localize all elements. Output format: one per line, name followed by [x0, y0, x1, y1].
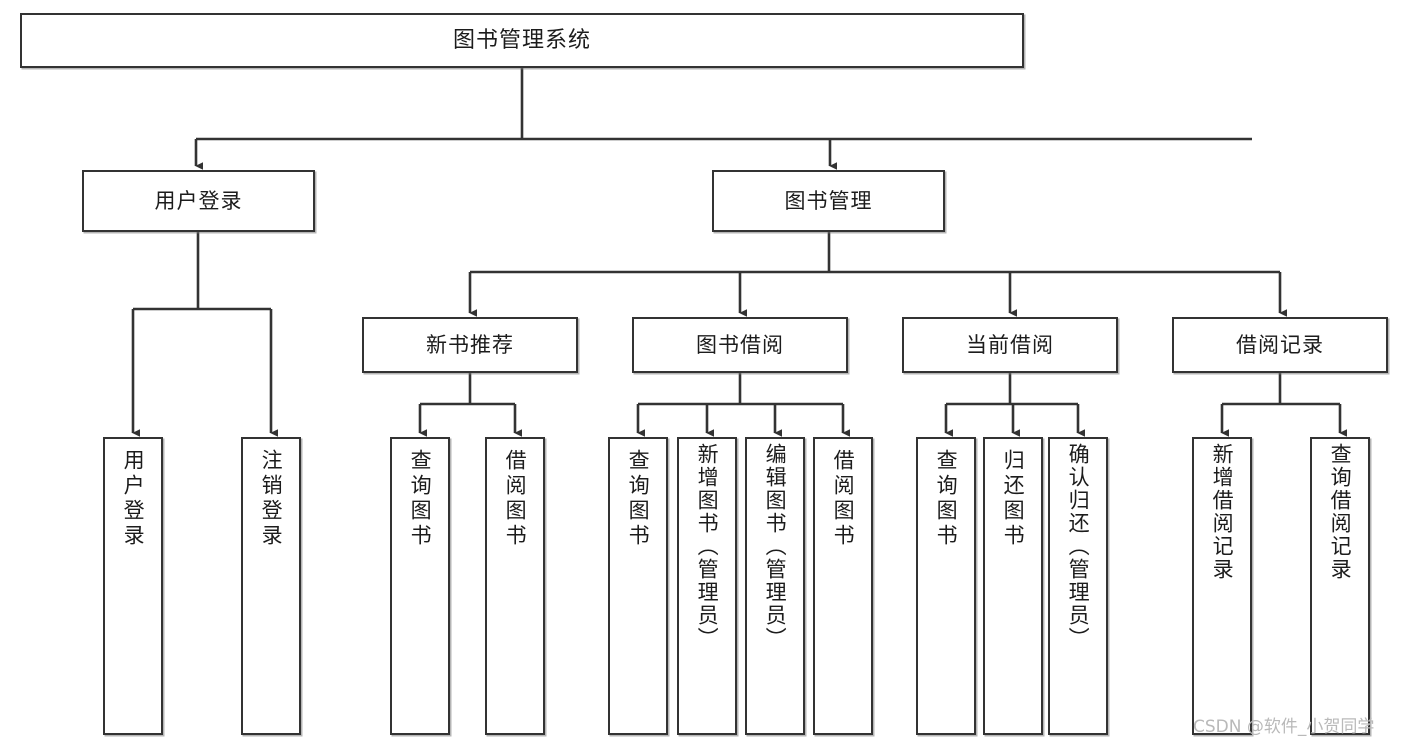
- node-leaf-borrow-book[interactable]: 借阅图书: [813, 437, 873, 735]
- csdn-watermark: CSDN @软件_小贺同学: [1193, 717, 1375, 737]
- node-label: 借阅图书: [503, 449, 528, 549]
- node-label: 注销登录: [259, 449, 284, 549]
- node-leaf-borrow-book-recommend[interactable]: 借阅图书: [485, 437, 545, 735]
- node-leaf-add-borrow-record[interactable]: 新增借阅记录: [1192, 437, 1252, 735]
- node-borrow-record[interactable]: 借阅记录: [1172, 317, 1388, 373]
- node-leaf-query-borrow-record[interactable]: 查询借阅记录: [1310, 437, 1370, 735]
- node-leaf-query-book-recommend[interactable]: 查询图书: [390, 437, 450, 735]
- node-label: 用户登录: [121, 449, 146, 549]
- node-label: 确认归还（管理员）: [1066, 443, 1091, 650]
- node-label: 借阅图书: [831, 449, 856, 549]
- node-label: 新增图书（管理员）: [695, 443, 720, 650]
- node-label: 查询图书: [626, 449, 651, 549]
- node-leaf-user-login[interactable]: 用户登录: [103, 437, 163, 735]
- node-user-login[interactable]: 用户登录: [82, 170, 315, 232]
- node-current-borrow[interactable]: 当前借阅: [902, 317, 1118, 373]
- node-label: 借阅记录: [1236, 332, 1324, 357]
- node-label: 图书借阅: [696, 332, 784, 357]
- node-label: 新书推荐: [426, 332, 514, 357]
- node-leaf-user-logout[interactable]: 注销登录: [241, 437, 301, 735]
- node-book-management[interactable]: 图书管理: [712, 170, 945, 232]
- node-label: 图书管理系统: [452, 27, 591, 53]
- node-label: 新增借阅记录: [1210, 443, 1235, 581]
- node-label: 查询借阅记录: [1328, 443, 1353, 581]
- node-book-borrow[interactable]: 图书借阅: [632, 317, 848, 373]
- node-root-book-management-system[interactable]: 图书管理系统: [20, 13, 1024, 68]
- node-leaf-query-book-borrow[interactable]: 查询图书: [608, 437, 668, 735]
- node-label: 归还图书: [1001, 449, 1026, 549]
- node-leaf-edit-book-admin[interactable]: 编辑图书（管理员）: [745, 437, 805, 735]
- node-label: 查询图书: [408, 449, 433, 549]
- node-new-book-recommend[interactable]: 新书推荐: [362, 317, 578, 373]
- node-label: 当前借阅: [966, 332, 1054, 357]
- node-label: 编辑图书（管理员）: [763, 443, 788, 650]
- node-leaf-return-book[interactable]: 归还图书: [983, 437, 1043, 735]
- node-label: 用户登录: [154, 188, 243, 213]
- node-leaf-query-book-current[interactable]: 查询图书: [916, 437, 976, 735]
- node-label: 图书管理: [784, 188, 873, 213]
- node-leaf-confirm-return-admin[interactable]: 确认归还（管理员）: [1048, 437, 1108, 735]
- node-label: 查询图书: [934, 449, 959, 549]
- node-leaf-add-book-admin[interactable]: 新增图书（管理员）: [677, 437, 737, 735]
